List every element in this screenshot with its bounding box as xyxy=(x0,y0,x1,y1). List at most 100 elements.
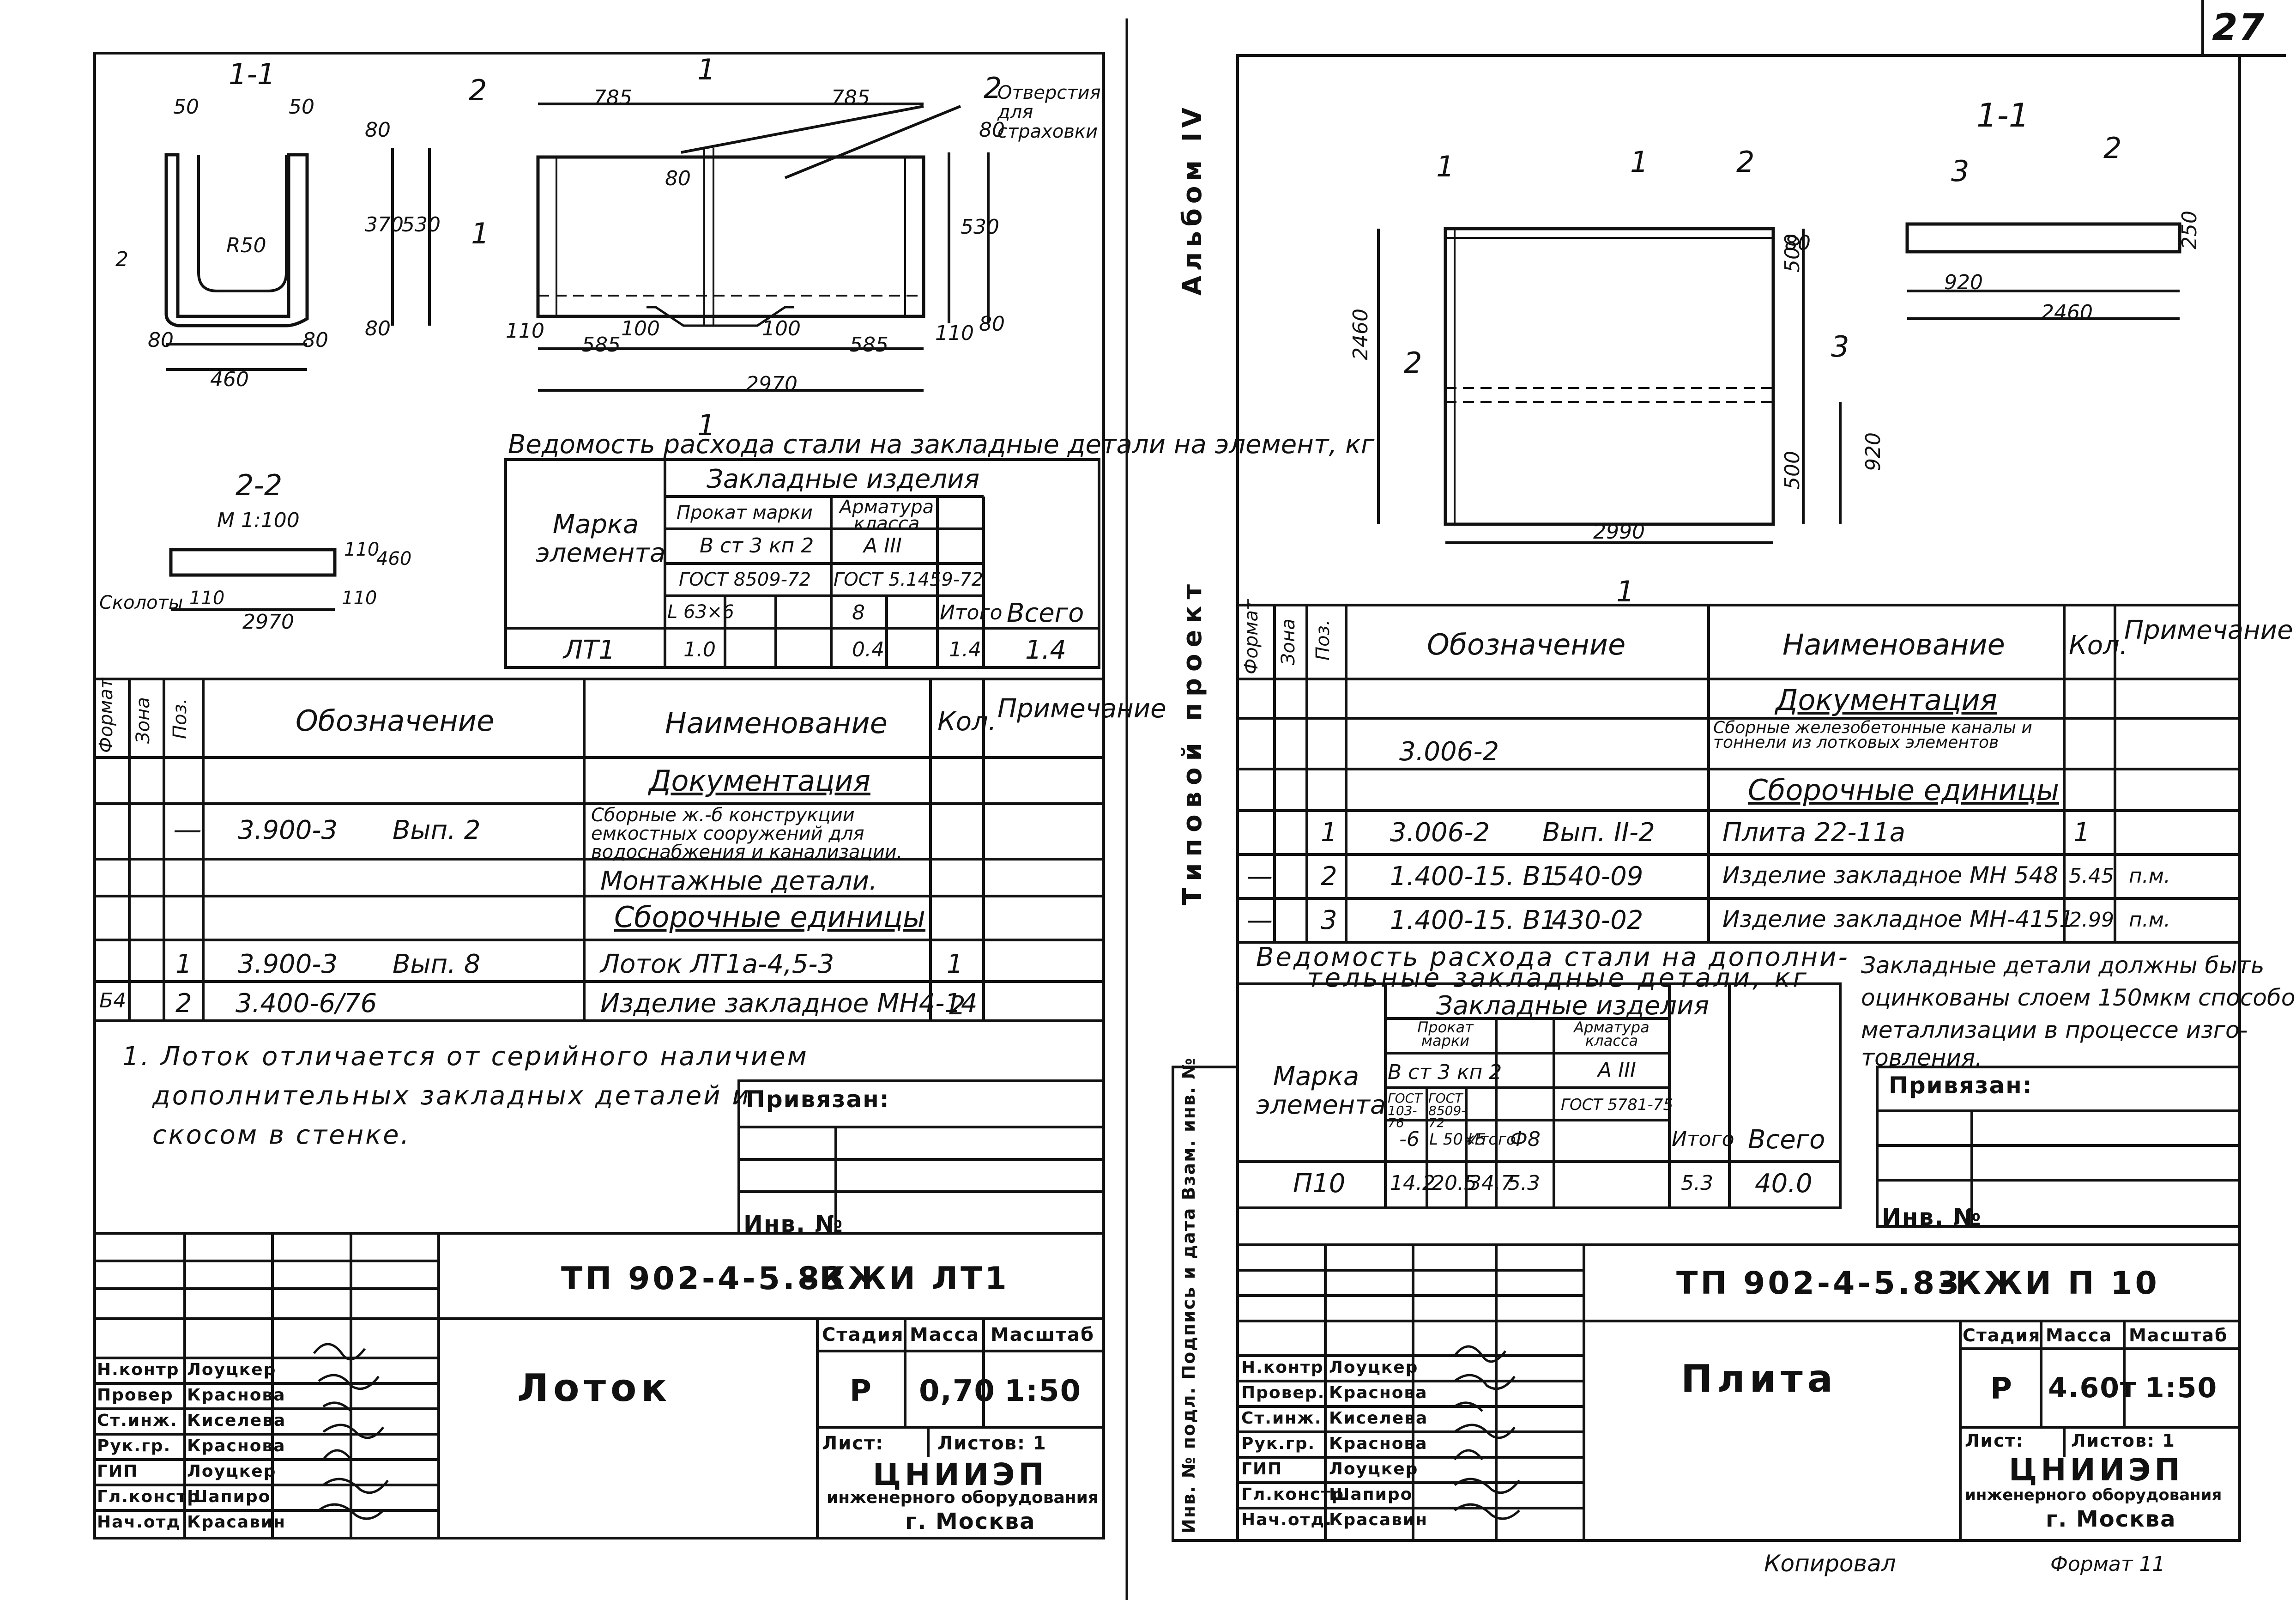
r0-name: Сборные железобетонные каналы и тоннели … xyxy=(1713,718,2032,752)
r3-name: Лоток ЛТ1а-4,5-3 xyxy=(600,949,834,979)
dim-label: 80 xyxy=(148,328,174,352)
note-line: Закладные детали должны быть xyxy=(1861,952,2265,979)
title-code: ТП 902-4-5.83 xyxy=(561,1261,847,1297)
signer-role: Гл.констр xyxy=(1241,1485,1344,1504)
dim-label: 530 xyxy=(402,213,441,236)
row-v3: 34.7 xyxy=(1468,1171,1514,1195)
steel-table-title: Ведомость расхода стали на закладные дет… xyxy=(508,430,1375,460)
gost-2: ГОСТ 5.1459-72 xyxy=(834,569,984,590)
org-city: г. Москва xyxy=(2046,1506,2176,1532)
dim-label: 2460 xyxy=(1349,309,1372,360)
col-name: Наименование xyxy=(1782,628,2005,661)
r2-zone: — xyxy=(1247,861,1273,891)
dim-label: 785 xyxy=(593,86,632,109)
col-qty: Кол. xyxy=(2069,630,2128,661)
note-line: оцинкованы слоем 150мкм способом xyxy=(1861,984,2296,1011)
section-units: Сборочные единицы xyxy=(614,900,926,934)
note-line: скосом в стенке. xyxy=(152,1120,411,1150)
stage-value: Р xyxy=(1990,1372,2013,1406)
mass-header: Масса xyxy=(2046,1325,2113,1345)
dim-label: 785 xyxy=(831,86,870,109)
r2-issue: 540-09 xyxy=(1552,861,1643,891)
section-doc: Документация xyxy=(1776,683,1997,717)
signer-name: Краснова xyxy=(1329,1434,1428,1453)
dim-label: 920 xyxy=(1944,271,1983,294)
r4-name: Изделие закладное МН4-14 xyxy=(600,988,978,1018)
title-sheet: -КЖИ П 10 xyxy=(1940,1265,2160,1302)
r1-pos: — xyxy=(173,812,202,846)
signer-name: Шапиро xyxy=(187,1487,271,1506)
r0-designation: 3.006-2 xyxy=(1399,737,1499,767)
r3-pos: 1 xyxy=(175,949,192,979)
mass-header: Масса xyxy=(910,1324,980,1345)
dim-label: 80 xyxy=(1785,231,1811,255)
section-units: Сборочные единицы xyxy=(1748,773,2060,807)
section-mark: 1 xyxy=(1630,145,1649,179)
steel-title-1: Ведомость расхода стали на дополни- xyxy=(1256,942,1849,972)
dim-label: 2970 xyxy=(242,610,294,634)
signer-name: Лоуцкер xyxy=(187,1462,277,1481)
dim-label: 370 xyxy=(365,213,404,236)
col-qty: Кол. xyxy=(937,707,997,737)
dim-label: 500 xyxy=(1781,451,1804,490)
dim-label: 50 xyxy=(173,95,199,119)
gost-c: ГОСТ 5781-75 xyxy=(1561,1096,1674,1114)
dim-label: R50 xyxy=(226,234,266,257)
col-designation: Обозначение xyxy=(296,704,495,738)
r1-issue: Вып. II-2 xyxy=(1542,818,1655,848)
row-itogo: 5.3 xyxy=(1681,1171,1713,1195)
holes-label: Отверстия для страховки xyxy=(997,82,1101,142)
itogo-header: Итого xyxy=(1672,1127,1734,1151)
rebar-header: Арматура класса xyxy=(839,497,934,534)
org-name: ЦНИИЭП xyxy=(2009,1452,2184,1488)
org-name: ЦНИИЭП xyxy=(873,1457,1048,1492)
scale-value: 1:50 xyxy=(2145,1372,2218,1404)
leader-label: 2 xyxy=(1404,346,1422,380)
scale-header: Масштаб xyxy=(2129,1325,2228,1345)
signer-role: Н.контр xyxy=(1241,1358,1324,1377)
dim-label: 80 xyxy=(979,118,1005,142)
dim-label: 460 xyxy=(376,548,412,570)
signer-name: Лоуцкер xyxy=(1329,1358,1419,1377)
signer-name: Киселева xyxy=(187,1411,286,1430)
r1-qty: 1 xyxy=(2073,818,2090,848)
r4-qty: 2 xyxy=(949,991,966,1021)
dim-label: 250 xyxy=(2178,211,2201,249)
rebar-class: А III xyxy=(864,534,902,558)
row-mark: ЛТ1 xyxy=(563,635,615,665)
title-sheet: -КЖИ ЛТ1 xyxy=(804,1261,1009,1297)
dim-label: 100 xyxy=(762,317,801,340)
signer-name: Лоуцкер xyxy=(1329,1460,1419,1479)
r1-pos: 1 xyxy=(1321,818,1337,848)
signer-role: Нач.отд. xyxy=(1241,1510,1333,1529)
rolled-header: Прокат марки xyxy=(1417,1018,1474,1049)
r3-designation: 3.900-3 xyxy=(238,949,338,979)
inv-label: Инв. № xyxy=(743,1211,844,1237)
leader-label: 2 xyxy=(115,248,128,271)
signer-role: ГИП xyxy=(1241,1460,1283,1479)
leader-label: 2 xyxy=(2103,131,2122,165)
dim-label: 585 xyxy=(850,333,888,357)
side-album: Альбом IV xyxy=(1178,103,1208,296)
leader-label: 2 xyxy=(1736,145,1755,179)
steel-grade: В ст 3 кп 2 xyxy=(1388,1061,1502,1084)
signer-name: Краснова xyxy=(187,1386,286,1405)
steel-grade: В ст 3 кп 2 xyxy=(700,534,814,558)
section-mark: 1 xyxy=(1616,575,1635,608)
org-subtitle: инженерного оборудования xyxy=(827,1488,1099,1507)
r3-issue: 430-02 xyxy=(1552,905,1643,935)
dim-label: 80 xyxy=(365,317,391,340)
privyazan-label: Привязан: xyxy=(1889,1072,2033,1099)
r3-qty: 2.99 xyxy=(2069,908,2114,932)
col-pos: Поз. xyxy=(1312,619,1334,661)
r4-format: Б4 xyxy=(99,989,127,1012)
stage-value: Р xyxy=(850,1374,872,1408)
signer-name: Краснова xyxy=(187,1436,286,1455)
row-v2: 0.4 xyxy=(852,638,884,661)
r3-qty: 1 xyxy=(947,949,963,979)
stage-header: Стадия xyxy=(822,1324,904,1345)
element-name: Плита xyxy=(1681,1357,1838,1401)
note-line: дополнительных закладных деталей и xyxy=(152,1081,751,1111)
side-stamp: Инв. № подл. Подпись и дата Взам. инв. № xyxy=(1178,1057,1199,1533)
r2-note: п.м. xyxy=(2129,864,2170,888)
